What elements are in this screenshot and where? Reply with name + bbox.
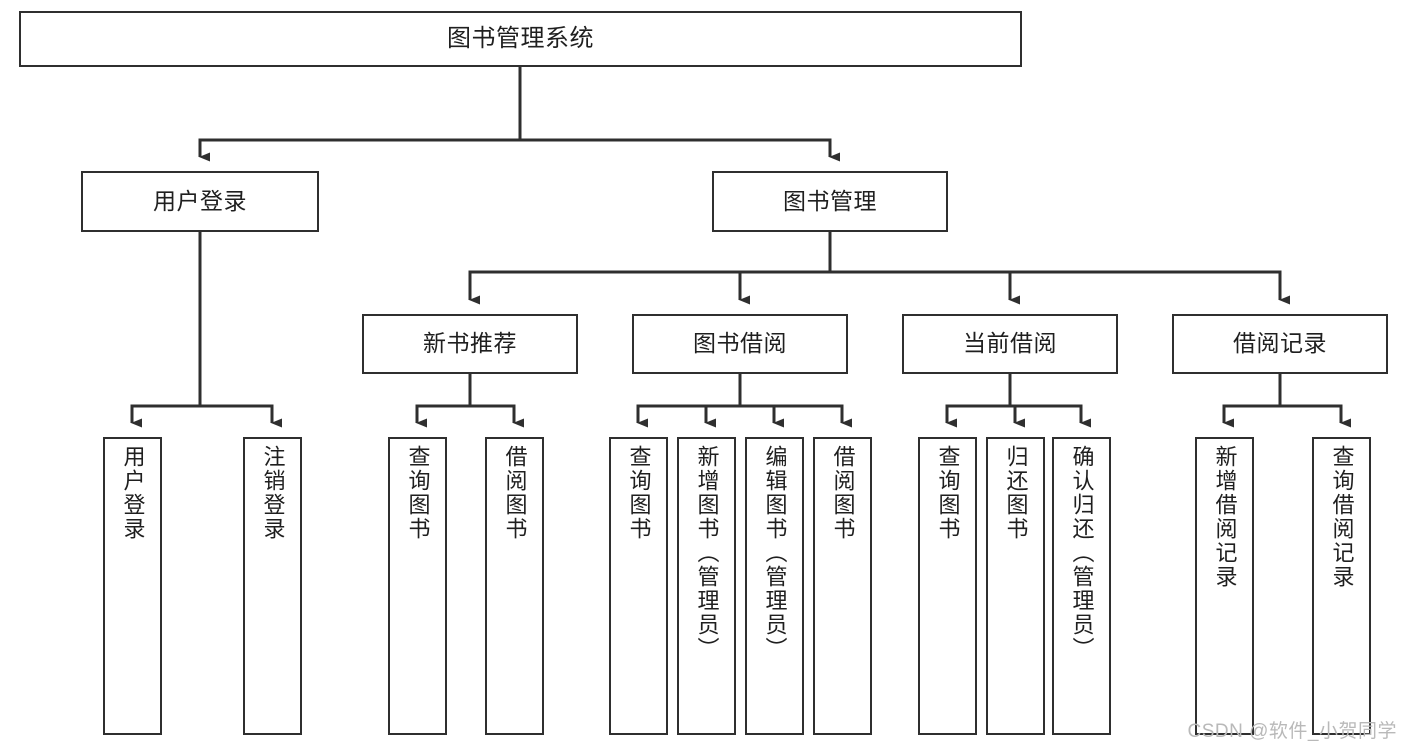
node-root[interactable]: 图书管理系统 bbox=[19, 11, 1022, 67]
node-leaf-query-book-2[interactable]: 查询图书 bbox=[609, 437, 668, 735]
node-leaf-edit-book[interactable]: 编辑图书（管理员） bbox=[745, 437, 804, 735]
edge-bb-to-add-book bbox=[704, 404, 740, 428]
edge-cb-to-query-book bbox=[945, 374, 1012, 428]
edge-bb-to-query-book bbox=[636, 374, 742, 428]
edge-nbr-to-query-book bbox=[415, 374, 472, 428]
node-current-borrow[interactable]: 当前借阅 bbox=[902, 314, 1118, 374]
node-leaf-borrow-book-1-label: 借阅图书 bbox=[502, 445, 528, 541]
edge-bb-to-borrow-book bbox=[740, 404, 852, 428]
edge-br-to-query-record bbox=[1280, 404, 1351, 428]
edge-bb-to-edit-book bbox=[740, 404, 784, 428]
node-leaf-add-record-label: 新增借阅记录 bbox=[1212, 445, 1238, 589]
node-book-manage-label: 图书管理 bbox=[783, 187, 877, 214]
node-new-book-recommend[interactable]: 新书推荐 bbox=[362, 314, 578, 374]
node-leaf-logout-login-label: 注销登录 bbox=[260, 445, 286, 541]
edge-root-to-book-manage bbox=[520, 138, 840, 162]
edge-bm-to-current-borrow bbox=[830, 270, 1020, 305]
node-leaf-borrow-book-1[interactable]: 借阅图书 bbox=[485, 437, 544, 735]
node-current-borrow-label: 当前借阅 bbox=[963, 330, 1057, 357]
node-leaf-query-book-1[interactable]: 查询图书 bbox=[388, 437, 447, 735]
csdn-watermark: CSDN @软件_小贺同学 bbox=[1187, 721, 1397, 742]
edge-bm-to-new-book bbox=[468, 232, 832, 305]
node-leaf-edit-book-label: 编辑图书（管理员） bbox=[762, 445, 788, 661]
edge-ul-to-leaf-user-login bbox=[130, 232, 202, 428]
node-leaf-borrow-book-2-label: 借阅图书 bbox=[830, 445, 856, 541]
edge-cb-to-confirm-return bbox=[1010, 404, 1091, 428]
node-leaf-logout-login[interactable]: 注销登录 bbox=[243, 437, 302, 735]
node-user-login-label: 用户登录 bbox=[153, 187, 247, 214]
node-borrow-record[interactable]: 借阅记录 bbox=[1172, 314, 1388, 374]
node-leaf-query-book-3[interactable]: 查询图书 bbox=[918, 437, 977, 735]
edge-bm-to-borrow-record bbox=[830, 270, 1290, 305]
edge-cb-to-return-book bbox=[1010, 404, 1025, 428]
node-leaf-user-login-label: 用户登录 bbox=[120, 445, 146, 541]
node-leaf-query-record[interactable]: 查询借阅记录 bbox=[1312, 437, 1371, 735]
node-leaf-user-login[interactable]: 用户登录 bbox=[103, 437, 162, 735]
node-leaf-add-book[interactable]: 新增图书（管理员） bbox=[677, 437, 736, 735]
node-leaf-add-record[interactable]: 新增借阅记录 bbox=[1195, 437, 1254, 735]
edge-root-to-user-login bbox=[198, 67, 522, 162]
edge-br-to-add-record bbox=[1222, 374, 1282, 428]
node-book-borrow-label: 图书借阅 bbox=[693, 330, 787, 357]
node-leaf-confirm-return-label: 确认归还（管理员） bbox=[1069, 445, 1095, 661]
node-leaf-query-record-label: 查询借阅记录 bbox=[1329, 445, 1355, 589]
node-leaf-return-book[interactable]: 归还图书 bbox=[986, 437, 1045, 735]
edge-ul-to-leaf-logout bbox=[200, 404, 282, 428]
node-leaf-borrow-book-2[interactable]: 借阅图书 bbox=[813, 437, 872, 735]
node-leaf-return-book-label: 归还图书 bbox=[1003, 445, 1029, 541]
node-leaf-confirm-return[interactable]: 确认归还（管理员） bbox=[1052, 437, 1111, 735]
node-leaf-query-book-1-label: 查询图书 bbox=[405, 445, 431, 541]
edge-nbr-to-borrow-book bbox=[470, 404, 524, 428]
node-user-login[interactable]: 用户登录 bbox=[81, 171, 319, 232]
node-leaf-add-book-label: 新增图书（管理员） bbox=[694, 445, 720, 661]
node-leaf-query-book-3-label: 查询图书 bbox=[935, 445, 961, 541]
node-borrow-record-label: 借阅记录 bbox=[1233, 330, 1327, 357]
node-leaf-query-book-2-label: 查询图书 bbox=[626, 445, 652, 541]
node-new-book-recommend-label: 新书推荐 bbox=[423, 330, 517, 357]
node-book-borrow[interactable]: 图书借阅 bbox=[632, 314, 848, 374]
node-book-manage[interactable]: 图书管理 bbox=[712, 171, 948, 232]
edge-bm-to-book-borrow bbox=[738, 270, 830, 305]
node-root-label: 图书管理系统 bbox=[447, 24, 594, 52]
